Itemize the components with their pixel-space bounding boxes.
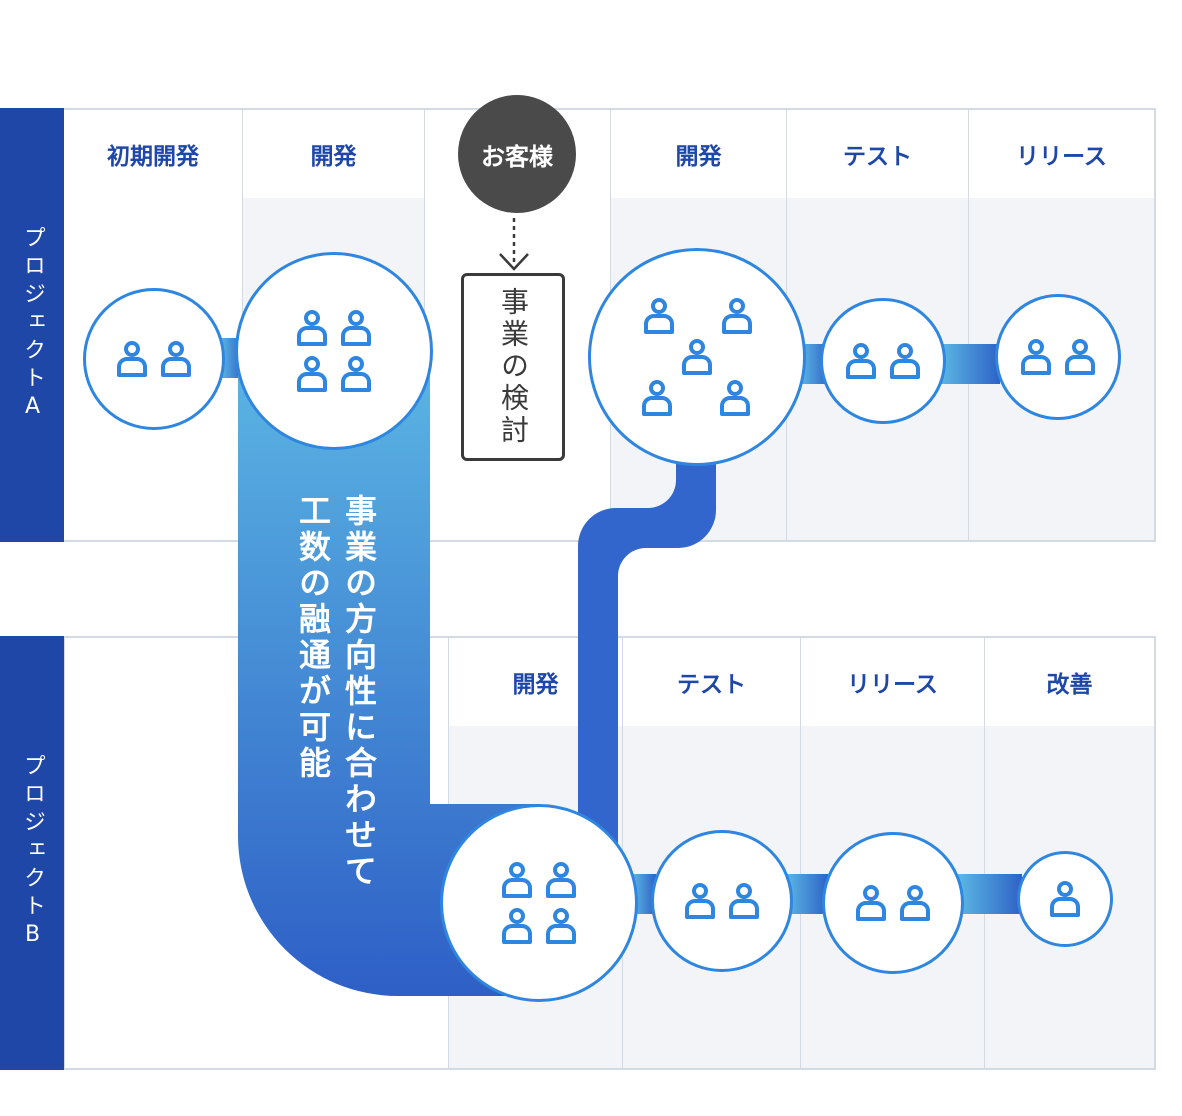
person-icon <box>890 343 920 379</box>
person-icon <box>297 310 327 346</box>
person-icon <box>900 885 930 921</box>
person-icon <box>502 908 532 944</box>
person-icon <box>1065 339 1095 375</box>
person-icon <box>1021 339 1051 375</box>
project-b-col-release-header: リリース <box>801 638 984 726</box>
customer-label: お客様 <box>481 142 553 171</box>
team-circle-b-dev <box>440 804 638 1002</box>
team-circle-a-dev <box>235 252 433 450</box>
person-icon <box>546 862 576 898</box>
person-icon <box>720 380 750 416</box>
project-a-col-test-header: テスト <box>787 110 968 198</box>
project-b-label: プロジェクトB <box>0 636 64 1070</box>
flow-caption-line2: 工数の融通が可能 <box>294 494 332 782</box>
project-a-col-dev-header: 開発 <box>243 110 424 198</box>
team-circle-a-test <box>820 298 946 424</box>
team-circle-b-test <box>651 830 793 972</box>
person-icon <box>685 883 715 919</box>
project-a-label-text: プロジェクトA <box>20 225 45 425</box>
team-circle-b-improve <box>1017 851 1113 947</box>
team-circle-a-release <box>995 294 1121 420</box>
person-icon <box>297 356 327 392</box>
project-a-col-release-header: リリース <box>969 110 1154 198</box>
person-icon <box>682 339 712 375</box>
person-icon <box>341 356 371 392</box>
person-icon <box>846 343 876 379</box>
project-a-label: プロジェクトA <box>0 108 64 542</box>
person-icon <box>722 298 752 334</box>
person-icon <box>644 298 674 334</box>
person-icon <box>856 885 886 921</box>
customer-badge: お客様 <box>458 95 576 213</box>
connector-b-3 <box>958 874 1022 914</box>
project-b-col-test-header: テスト <box>623 638 800 726</box>
project-a-col-initial-header: 初期開発 <box>64 110 242 198</box>
connector-a-3 <box>940 344 1000 384</box>
team-circle-a-initial <box>83 288 225 430</box>
person-icon <box>161 341 191 377</box>
project-b-label-text: プロジェクトB <box>20 753 45 953</box>
person-icon <box>341 310 371 346</box>
person-icon <box>546 908 576 944</box>
flow-caption-line1: 事業の方向性に合わせて <box>340 494 378 890</box>
person-icon <box>117 341 147 377</box>
project-b-col-improve-header: 改善 <box>985 638 1154 726</box>
business-review-box: 事業の検討 <box>461 273 565 461</box>
person-icon <box>729 883 759 919</box>
person-icon <box>1050 881 1080 917</box>
resource-flow-band <box>238 340 540 996</box>
resource-flow-connector <box>578 440 716 900</box>
team-circle-a-dev2 <box>588 248 806 466</box>
flow-caption: 事業の方向性に合わせて 工数の融通が可能 <box>290 494 382 894</box>
person-icon <box>502 862 532 898</box>
team-circle-b-release <box>822 832 964 974</box>
connector-b-2 <box>786 874 828 914</box>
person-icon <box>642 380 672 416</box>
business-review-label: 事業の検討 <box>497 287 530 447</box>
project-a-col-dev2-header: 開発 <box>611 110 786 198</box>
